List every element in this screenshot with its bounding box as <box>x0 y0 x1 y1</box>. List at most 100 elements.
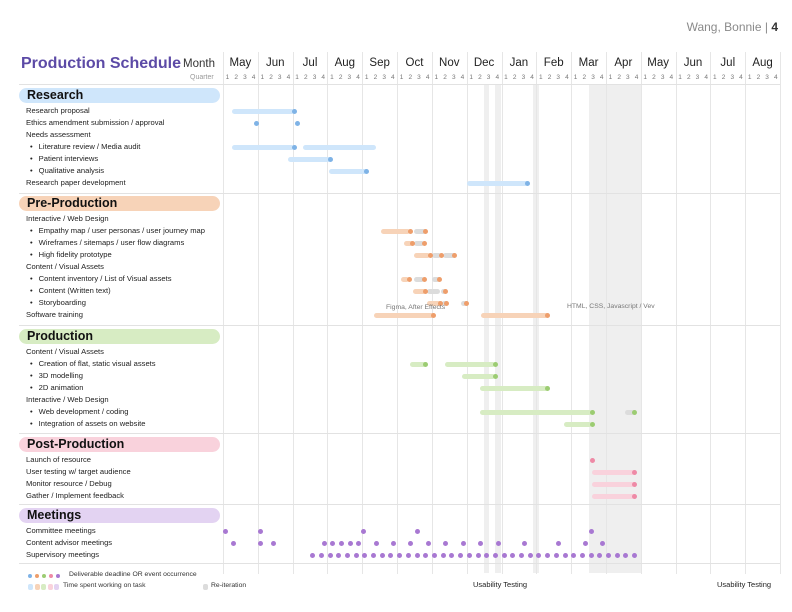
quarter-number: 2 <box>582 74 587 81</box>
quarter-number: 3 <box>556 74 561 81</box>
quarter-number: 3 <box>591 74 595 81</box>
quarter-number: 1 <box>678 74 682 81</box>
production-task-bar <box>444 361 496 367</box>
legend-bar-postproduction <box>47 584 53 590</box>
quarter-number: 1 <box>330 74 334 81</box>
page-number: 4 <box>771 20 778 34</box>
task-row-label: Literature review / Media audit <box>30 142 141 152</box>
meetings-deadline-dot <box>492 552 498 558</box>
research-deadline-dot <box>364 168 370 174</box>
research-task-bar <box>231 108 295 114</box>
quarter-header-label: Quarter <box>190 74 214 81</box>
quarter-number: 2 <box>304 74 308 81</box>
meetings-deadline-dot <box>361 528 367 534</box>
task-row-label: Qualitative analysis <box>30 166 104 176</box>
month-divider <box>223 52 224 574</box>
quarter-number: 3 <box>730 74 735 81</box>
shaded-band <box>495 85 501 573</box>
meetings-deadline-dot <box>556 540 562 546</box>
research-task-bar <box>303 144 377 150</box>
task-row-label: User testing w/ target audience <box>26 467 131 476</box>
meetings-deadline-dot <box>614 552 620 558</box>
meetings-deadline-dot <box>458 552 464 558</box>
meetings-deadline-dot <box>327 552 333 558</box>
production-task-bar <box>410 361 426 367</box>
quarter-number: 3 <box>626 74 630 81</box>
quarter-number: 4 <box>425 74 430 81</box>
postproduction-task-bar <box>592 481 635 487</box>
task-row-label: Creation of flat, static visual assets <box>30 359 156 369</box>
production-deadline-dot <box>492 373 498 379</box>
task-row-label: Research paper development <box>26 178 126 187</box>
preproduction-deadline-dot <box>423 228 429 234</box>
meetings-deadline-dot <box>322 540 328 546</box>
meetings-deadline-dot <box>519 552 525 558</box>
month-label: Jun <box>683 57 703 69</box>
quarter-number: 3 <box>521 74 526 81</box>
preproduction-deadline-dot <box>423 288 429 294</box>
meetings-deadline-dot <box>632 552 638 558</box>
meetings-deadline-dot <box>571 552 577 558</box>
quarter-number: 3 <box>243 74 247 81</box>
meetings-deadline-dot <box>443 540 449 546</box>
month-divider <box>327 52 328 574</box>
quarter-number: 2 <box>234 74 238 81</box>
preproduction-task-bar <box>426 300 441 306</box>
meetings-deadline-dot <box>362 552 368 558</box>
preproduction-task-bar <box>443 252 455 258</box>
preproduction-task-bar <box>426 288 440 294</box>
month-label: Mar <box>578 57 599 69</box>
quarter-number: 4 <box>565 74 569 81</box>
quarter-number: 3 <box>451 74 456 81</box>
quarter-number: 3 <box>695 74 700 81</box>
quarter-number: 3 <box>486 74 491 81</box>
preproduction-deadline-dot <box>464 300 470 306</box>
legend-deadline-dots <box>28 572 68 580</box>
legend-time-bars <box>28 583 62 591</box>
task-row-label: Research proposal <box>26 106 90 115</box>
month-divider <box>676 52 677 574</box>
month-divider <box>258 52 259 574</box>
legend-dot-production <box>42 574 46 578</box>
legend-deadline-label: Deliverable deadline OR event occurrence <box>69 571 197 578</box>
meetings-deadline-dot <box>478 540 484 546</box>
quarter-number: 4 <box>739 74 743 81</box>
preproduction-deadline-dot <box>545 312 551 318</box>
month-label: Aug <box>334 57 356 69</box>
month-divider <box>745 52 746 574</box>
section-divider <box>19 433 780 434</box>
quarter-number: 1 <box>713 74 717 81</box>
meetings-deadline-dot <box>344 552 350 558</box>
research-deadline-dot <box>525 180 531 186</box>
quarter-number: 1 <box>399 74 404 81</box>
section-divider <box>19 325 780 326</box>
task-row-label: 2D animation <box>30 383 84 393</box>
production-task-bar <box>479 385 548 391</box>
preproduction-deadline-dot <box>406 276 412 282</box>
meetings-deadline-dot <box>336 552 342 558</box>
production-deadline-dot <box>632 409 638 415</box>
quarter-number: 4 <box>669 74 674 81</box>
production-task-bar <box>625 409 635 415</box>
meetings-deadline-dot <box>501 552 507 558</box>
meetings-deadline-dot <box>588 528 594 534</box>
author-header: Wang, Bonnie | 4 <box>686 20 778 34</box>
meetings-deadline-dot <box>545 552 551 558</box>
meetings-deadline-dot <box>521 540 527 546</box>
meetings-deadline-dot <box>495 540 501 546</box>
quarter-number: 2 <box>547 74 552 81</box>
preproduction-deadline-dot <box>443 288 449 294</box>
quarter-number: 1 <box>643 74 648 81</box>
meetings-deadline-dot <box>466 552 472 558</box>
postproduction-task-bar <box>592 493 635 499</box>
production-deadline-dot <box>589 421 595 427</box>
section-header-preproduction: Pre-Production <box>19 196 220 211</box>
task-row-label: Content advisor meetings <box>26 538 113 547</box>
task-row-label: Wireframes / sitemaps / user flow diagra… <box>30 238 185 248</box>
meetings-deadline-dot <box>270 540 276 546</box>
preproduction-task-bar <box>414 252 431 258</box>
quarter-number: 2 <box>721 74 726 81</box>
quarter-number: 4 <box>704 74 708 81</box>
task-row-label: Committee meetings <box>26 526 96 535</box>
